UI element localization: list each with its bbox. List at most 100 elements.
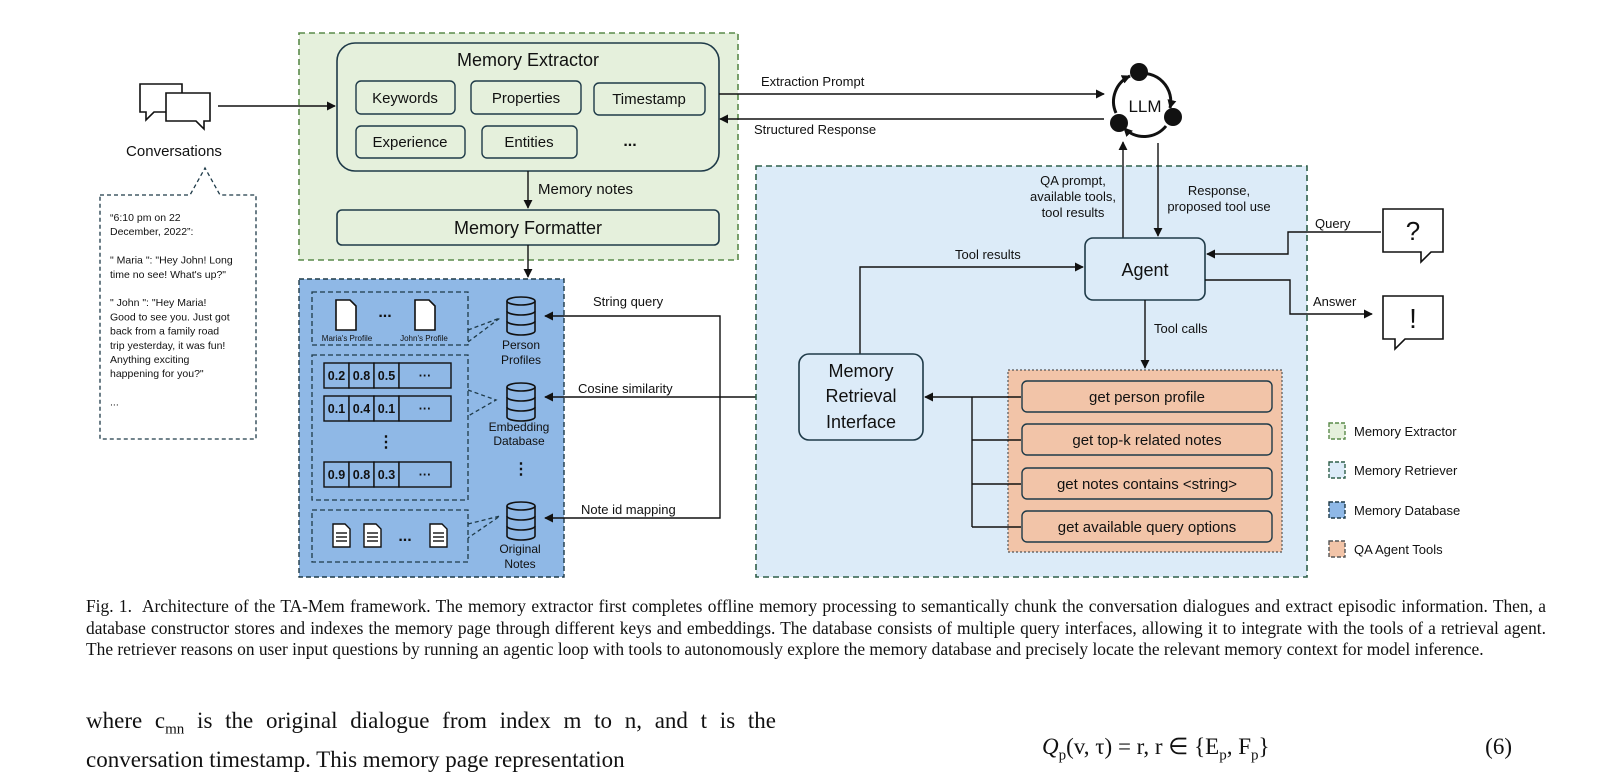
eq-mid2: , F bbox=[1226, 734, 1251, 759]
figure-caption: Fig. 1.Architecture of the TA-Mem framew… bbox=[86, 596, 1546, 661]
eq-sub1: p bbox=[1219, 747, 1227, 764]
conversation-icon bbox=[139, 83, 211, 131]
dialogue-text: “6:10 pm on 22 December, 2022”: " Maria ":… bbox=[110, 212, 233, 409]
legend-memory-database: Memory Database bbox=[1354, 503, 1460, 518]
retrieval-interface-label-1: Memory bbox=[828, 361, 893, 381]
extractor-item-keywords-label: Keywords bbox=[372, 90, 438, 107]
qa-prompt-label-2: available tools, bbox=[1030, 189, 1116, 204]
callout-pointers bbox=[467, 317, 501, 539]
extractor-item-timestamp bbox=[593, 82, 706, 116]
dialogue-line: " Maria ": "Hey John! Long bbox=[110, 255, 233, 267]
db-vdots: ⋮ bbox=[513, 461, 529, 478]
embedding-value: 0.8 bbox=[353, 369, 370, 383]
architecture-diagram: Memory Extractor Keywords Properties Tim… bbox=[99, 32, 1460, 578]
maria-profile-icon bbox=[335, 299, 357, 331]
note-icon bbox=[332, 523, 448, 548]
memory-formatter-title: Memory Formatter bbox=[454, 218, 602, 238]
embedding-db-label-1: Embedding bbox=[489, 420, 550, 434]
legend: Memory Extractor Memory Retriever Memory… bbox=[1328, 422, 1460, 558]
body-paragraph: where cmn is the original dialogue from … bbox=[86, 706, 776, 774]
extractor-item-entities-label: Entities bbox=[504, 134, 553, 151]
original-notes-label-1: Original bbox=[499, 542, 540, 556]
legend-memory-extractor: Memory Extractor bbox=[1354, 424, 1457, 439]
john-profile-icon bbox=[414, 299, 436, 331]
extractor-item-experience bbox=[355, 125, 466, 159]
qa-prompt-label-3: tool results bbox=[1042, 205, 1105, 220]
note-id-mapping-line bbox=[544, 397, 721, 523]
tool-results-arrow bbox=[859, 262, 1084, 354]
cosine-similarity-label: Cosine similarity bbox=[578, 381, 673, 396]
embedding-value: ··· bbox=[419, 369, 432, 383]
exclamation-mark: ! bbox=[1409, 303, 1417, 334]
embedding-cell bbox=[398, 362, 452, 389]
profiles-ellipsis: ... bbox=[378, 304, 391, 321]
tool-get-topk-related-notes-label: get top-k related notes bbox=[1072, 432, 1221, 449]
dialogue-line: happening for you?" bbox=[110, 368, 204, 380]
embedding-cell bbox=[348, 395, 375, 422]
extractor-item-properties-label: Properties bbox=[492, 90, 560, 107]
memory-extractor-title: Memory Extractor bbox=[457, 50, 599, 70]
retrieval-interface-label-2: Retrieval bbox=[825, 386, 896, 406]
john-profile-label: John's Profile bbox=[400, 334, 448, 343]
retrieval-interface-label-3: Interface bbox=[826, 412, 896, 432]
legend-memory-retriever: Memory Retriever bbox=[1354, 463, 1458, 478]
embedding-value: 0.8 bbox=[353, 468, 370, 482]
tool-results-label: Tool results bbox=[955, 247, 1021, 262]
database-icon bbox=[506, 296, 536, 541]
embedding-cell bbox=[348, 461, 375, 488]
embedding-value: 0.4 bbox=[353, 402, 370, 416]
response-label-2: proposed tool use bbox=[1167, 199, 1270, 214]
tool-get-topk-related-notes bbox=[1021, 423, 1273, 456]
embedding-value: 0.1 bbox=[328, 402, 345, 416]
dialogue-line: Good to see you. Just got bbox=[110, 311, 230, 323]
embedding-value: 0.2 bbox=[328, 369, 345, 383]
conversations-label: Conversations bbox=[126, 143, 222, 160]
person-profiles-label-1: Person bbox=[502, 338, 540, 352]
embedding-cell bbox=[373, 461, 400, 488]
memory-retrieval-interface-box bbox=[798, 353, 924, 441]
tool-calls-label: Tool calls bbox=[1154, 321, 1208, 336]
caption-label: Fig. 1. bbox=[86, 596, 132, 616]
embedding-value: 0.9 bbox=[328, 468, 345, 482]
agent-label: Agent bbox=[1121, 260, 1168, 280]
llm-icon bbox=[1110, 63, 1182, 139]
dialogue-line: Anything exciting bbox=[110, 354, 190, 366]
extractor-item-keywords bbox=[355, 80, 456, 115]
query-arrow bbox=[1206, 231, 1381, 259]
tool-get-person-profile-label: get person profile bbox=[1089, 389, 1205, 406]
dialogue-line: ... bbox=[110, 397, 119, 409]
tool-connector bbox=[924, 392, 1021, 528]
dialogue-line: trip yesterday, it was fun! bbox=[110, 340, 225, 352]
caption-text: Architecture of the TA-Mem framework. Th… bbox=[86, 596, 1547, 659]
extraction-prompt-label: Extraction Prompt bbox=[761, 74, 865, 89]
question-mark: ? bbox=[1406, 216, 1420, 246]
tool-get-notes-contains-string-label: get notes contains <string> bbox=[1057, 476, 1237, 493]
extractor-item-timestamp-label: Timestamp bbox=[612, 91, 686, 108]
dialogue-line: " John ": "Hey Maria! bbox=[110, 297, 206, 309]
dialogue-line: “6:10 pm on 22 bbox=[110, 212, 181, 224]
embedding-vdots: ⋮ bbox=[378, 434, 394, 451]
notes-ellipsis: ... bbox=[398, 528, 411, 545]
dialogue-line: December, 2022”: bbox=[110, 226, 193, 238]
exclamation-bubble-icon bbox=[1382, 295, 1444, 351]
eq-lhs: Q bbox=[1042, 734, 1059, 759]
maria-profile-label: Maria's Profile bbox=[322, 334, 373, 343]
dialogue-line: time no see! What's up?" bbox=[110, 269, 226, 281]
extractor-item-entities bbox=[481, 125, 578, 159]
embedding-value: 0.5 bbox=[378, 369, 395, 383]
tool-get-available-query-options-label: get available query options bbox=[1058, 519, 1236, 536]
embedding-db-label-2: Database bbox=[493, 434, 545, 448]
embedding-cell bbox=[398, 395, 452, 422]
extractor-item-properties bbox=[470, 80, 582, 115]
eq-end: } bbox=[1258, 734, 1270, 759]
query-label: Query bbox=[1315, 216, 1351, 231]
structured-response-label: Structured Response bbox=[754, 122, 876, 137]
body-subscript: mn bbox=[165, 721, 185, 738]
embedding-cell bbox=[373, 395, 400, 422]
qa-prompt-label-1: QA prompt, bbox=[1040, 173, 1106, 188]
answer-arrow bbox=[1205, 279, 1373, 319]
body-text-b: is the original dialogue from index m to… bbox=[86, 708, 776, 772]
embedding-cell bbox=[373, 362, 400, 389]
question-bubble-icon bbox=[1382, 208, 1444, 264]
